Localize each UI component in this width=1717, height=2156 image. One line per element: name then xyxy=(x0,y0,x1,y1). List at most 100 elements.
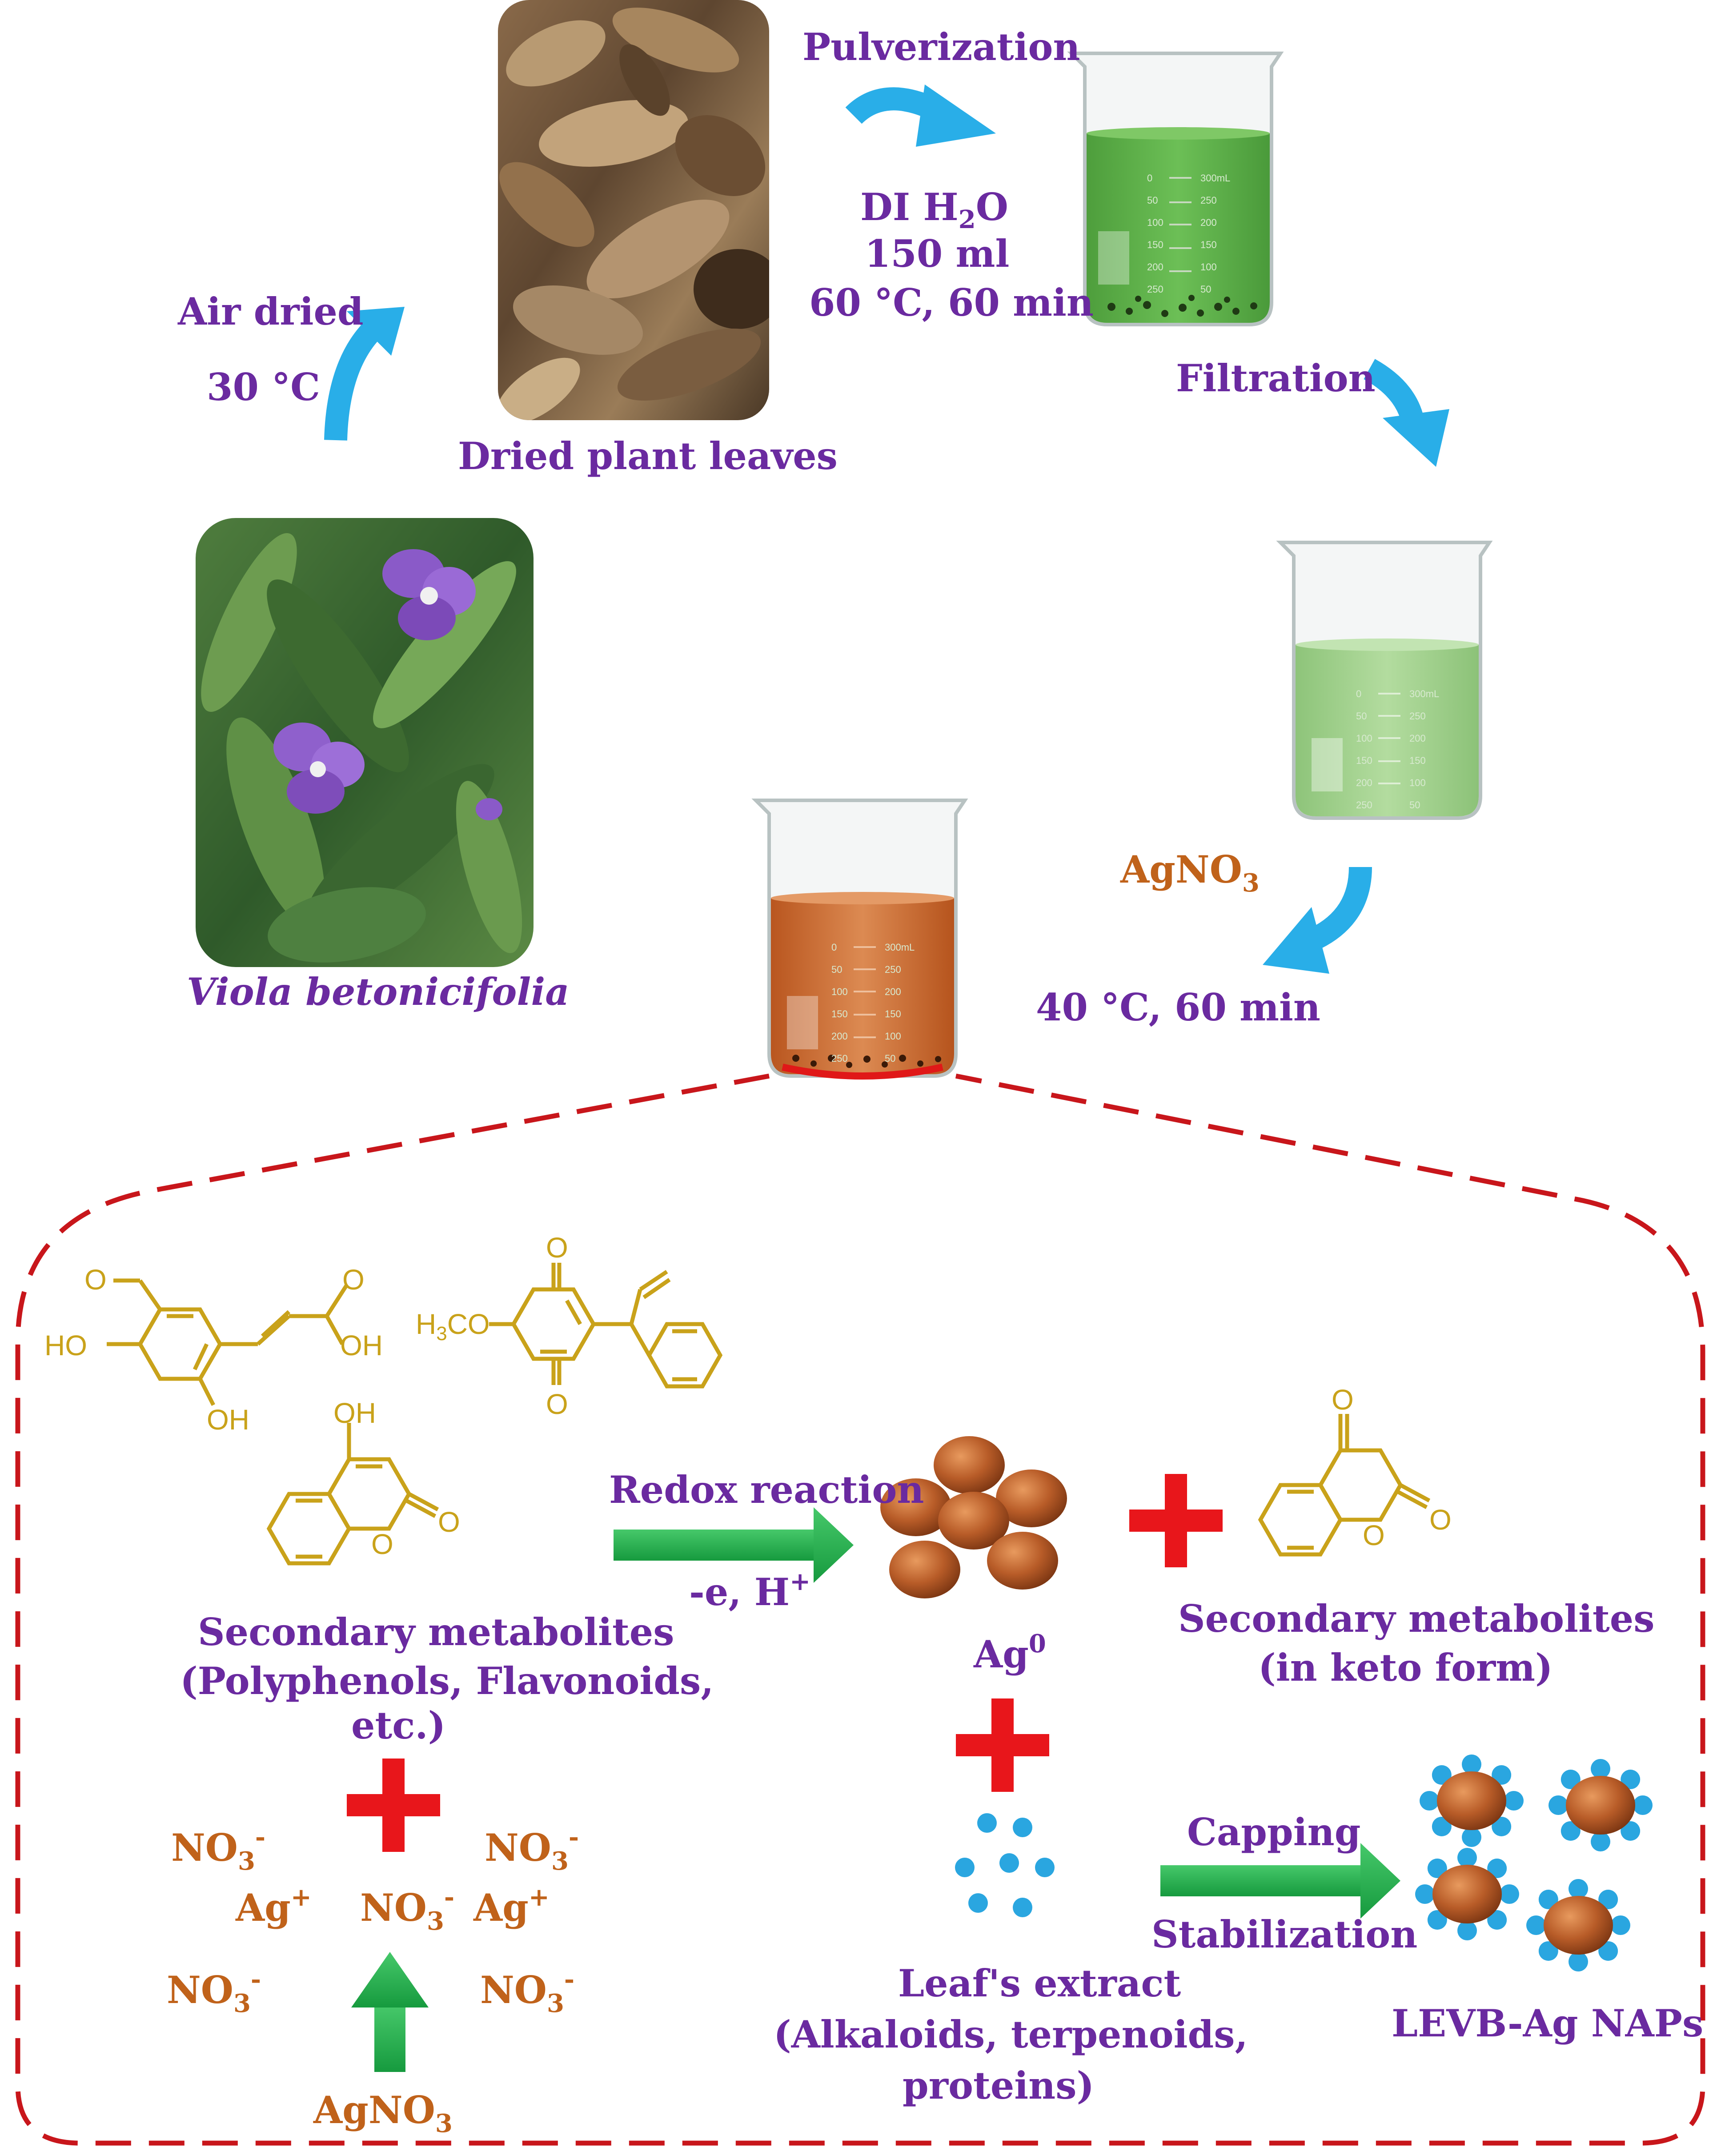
label-capping: Capping xyxy=(1187,1810,1360,1854)
plus-sign-leaf-extract xyxy=(956,1698,1049,1792)
beaker-scale-right: 50 xyxy=(1200,284,1211,295)
beaker-scale-left: 50 xyxy=(1356,711,1367,722)
oh-label-coumarin: OH xyxy=(333,1397,376,1429)
label-reaction-conditions: 40 °C, 60 min xyxy=(1036,985,1320,1029)
label-pulverization: Pulverization xyxy=(802,25,1080,69)
label-redox-electrons: -e, H+ xyxy=(689,1567,810,1614)
capped-nanoparticle xyxy=(1549,1759,1653,1851)
leaf-extract-dots xyxy=(955,1813,1055,1917)
beaker-scale-left: 250 xyxy=(1147,284,1163,295)
beaker-scale-left: 150 xyxy=(831,1008,848,1020)
capping-arrow xyxy=(1160,1843,1400,1919)
capping-molecule-dot xyxy=(1427,1910,1447,1930)
beaker-scale-right: 150 xyxy=(1409,755,1426,766)
arrow-filtration xyxy=(1364,359,1449,467)
capping-molecule-dot xyxy=(1538,1941,1558,1961)
o-label-keto-ring: O xyxy=(1363,1519,1385,1551)
capping-molecule-dot xyxy=(1487,1859,1507,1879)
ho-label-left: HO xyxy=(44,1329,87,1361)
o-label-keto-carbonyl: O xyxy=(1429,1504,1452,1536)
redox-arrow xyxy=(614,1507,854,1583)
label-air-dried: Air dried xyxy=(177,289,364,333)
capped-nanoparticle xyxy=(1526,1879,1630,1971)
silver-core xyxy=(1437,1771,1506,1830)
label-filtration: Filtration xyxy=(1176,356,1376,400)
capping-molecule-dot xyxy=(1526,1915,1546,1935)
beaker-scale-right: 250 xyxy=(1200,195,1217,206)
beaker-scale-right: 150 xyxy=(1200,239,1217,250)
beaker-green-extract xyxy=(1067,52,1284,326)
capping-molecule-dot xyxy=(1569,1952,1588,1971)
ion-labels: NO3- NO3- Ag+ NO3- Ag+ NO3- NO3- AgNO3 xyxy=(167,1823,579,2138)
beaker-scale-right: 100 xyxy=(1200,261,1217,273)
beaker-scale-right: 50 xyxy=(1409,799,1420,811)
label-etc: etc.) xyxy=(351,1703,445,1747)
beaker-scale-right: 300mL xyxy=(1409,688,1439,699)
label-agno3-bottom: AgNO3 xyxy=(313,2088,453,2138)
label-proteins: proteins) xyxy=(903,2064,1094,2108)
beaker-scale-right: 100 xyxy=(1409,777,1426,788)
capping-molecule-dot xyxy=(1561,1770,1581,1790)
ag0-nanoparticle-cluster xyxy=(880,1436,1067,1598)
arrow-agno3-addition xyxy=(1263,867,1372,974)
capping-molecule-dot xyxy=(1569,1879,1588,1899)
label-agno3-top: AgNO3 xyxy=(1120,847,1260,898)
beaker-scale-labels: 050100150200250300mL25020015010050050100… xyxy=(831,173,1439,1064)
capping-molecule-dot xyxy=(1549,1795,1568,1815)
viola-plant-photo xyxy=(196,518,534,967)
nitrate-ion-center: NO3- xyxy=(360,1883,454,1936)
mechanism-callout-border xyxy=(15,1073,1705,2146)
beaker-scale-left: 200 xyxy=(1356,777,1372,788)
capping-molecule-dot xyxy=(1492,1816,1512,1836)
capping-molecule-dot xyxy=(1432,1765,1452,1785)
silver-ion-1: Ag+ xyxy=(235,1883,312,1930)
plus-sign-silver-ions xyxy=(347,1759,440,1852)
methoxy-o-label: O xyxy=(84,1264,107,1296)
oh-label-acid: OH xyxy=(340,1329,383,1361)
label-dried-leaves: Dried plant leaves xyxy=(458,434,838,478)
beaker-scale-right: 300mL xyxy=(885,942,915,953)
capping-molecule-dot xyxy=(1500,1884,1519,1904)
beaker-scale-left: 100 xyxy=(1356,733,1372,744)
label-ag0: Ag0 xyxy=(973,1629,1046,1676)
violet-flower-small xyxy=(476,798,502,820)
arrow-pulverization xyxy=(845,84,996,147)
label-alkaloids: (Alkaloids, terpenoids, xyxy=(774,2012,1248,2056)
violet-flower-top xyxy=(382,549,476,640)
beaker-scale-right: 200 xyxy=(1409,733,1426,744)
capping-molecule-dot xyxy=(1591,1832,1610,1851)
beaker-scale-left: 150 xyxy=(1356,755,1372,766)
agno3-up-arrow xyxy=(351,1952,429,2072)
beaker-scale-left: 100 xyxy=(1147,217,1163,228)
label-volume: 150 ml xyxy=(865,232,1009,276)
silver-core xyxy=(1566,1776,1635,1835)
molecule-keto-coumarin xyxy=(1258,1414,1431,1557)
beaker-scale-left: 0 xyxy=(831,942,837,953)
silver-core xyxy=(1432,1865,1502,1923)
capping-molecule-dot xyxy=(1457,1848,1477,1867)
beaker-scale-left: 150 xyxy=(1147,239,1163,250)
beaker-scale-left: 250 xyxy=(1356,799,1372,811)
label-polyphenols: (Polyphenols, Flavonoids, xyxy=(180,1659,714,1703)
label-stabilization: Stabilization xyxy=(1151,1912,1417,1956)
molecule-hydroxycinnamic-acid xyxy=(107,1278,349,1406)
label-keto-metabolites: Secondary metabolites xyxy=(1178,1597,1655,1641)
beaker-scale-right: 200 xyxy=(885,986,901,997)
capping-molecule-dot xyxy=(1492,1765,1512,1785)
molecule-hydroxycoumarin xyxy=(266,1423,439,1566)
capping-molecule-dot xyxy=(1598,1890,1618,1910)
capped-nanoparticles xyxy=(1415,1755,1653,1971)
capping-molecule-dot xyxy=(1427,1859,1447,1879)
beaker-scale-left: 50 xyxy=(831,964,842,975)
capping-molecule-dot xyxy=(1538,1890,1558,1910)
label-air-temp: 30 °C xyxy=(207,365,320,409)
o-label-acid: O xyxy=(342,1264,365,1296)
beaker-scale-left: 200 xyxy=(1147,261,1163,273)
beaker-scale-right: 300mL xyxy=(1200,173,1230,184)
label-secondary-metabolites: Secondary metabolites xyxy=(198,1610,674,1654)
beaker-filtered-extract xyxy=(1276,541,1493,820)
nitrate-ion-3: NO3- xyxy=(167,1965,261,2018)
silver-ion-2: Ag+ xyxy=(473,1883,550,1930)
violet-flower-middle xyxy=(273,723,365,814)
